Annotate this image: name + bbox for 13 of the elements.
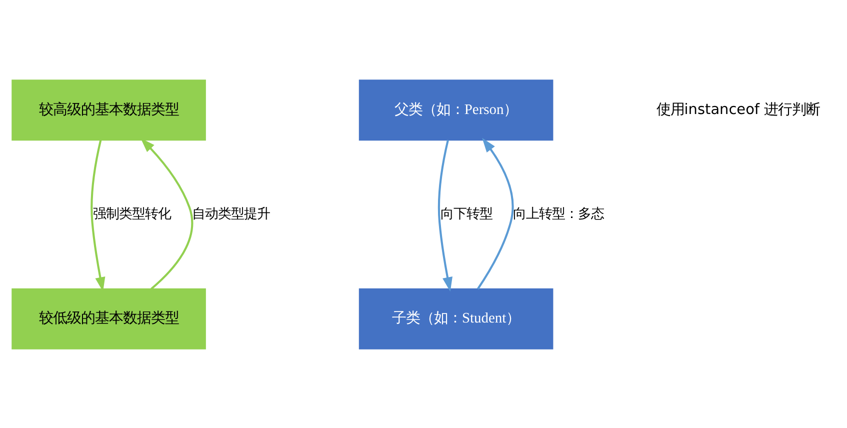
edge-label: 向下转型 (440, 206, 492, 222)
node-box: 子类（如：Student） (358, 288, 554, 349)
node-box: 较高级的基本数据类型 (12, 79, 206, 140)
arrow (438, 139, 452, 292)
edge-label: 向上转型：多态 (512, 206, 604, 222)
edge-label: 自动类型提升 (192, 206, 270, 222)
arrow (140, 138, 194, 290)
label: 使用instanceof 进行判断 (656, 101, 820, 118)
node-box: 较低级的基本数据类型 (12, 288, 206, 349)
node-box: 父类（如：Person） (358, 79, 554, 140)
arrow (477, 137, 514, 289)
arrow (90, 139, 106, 292)
edge-label: 强制类型转化 (93, 206, 172, 222)
